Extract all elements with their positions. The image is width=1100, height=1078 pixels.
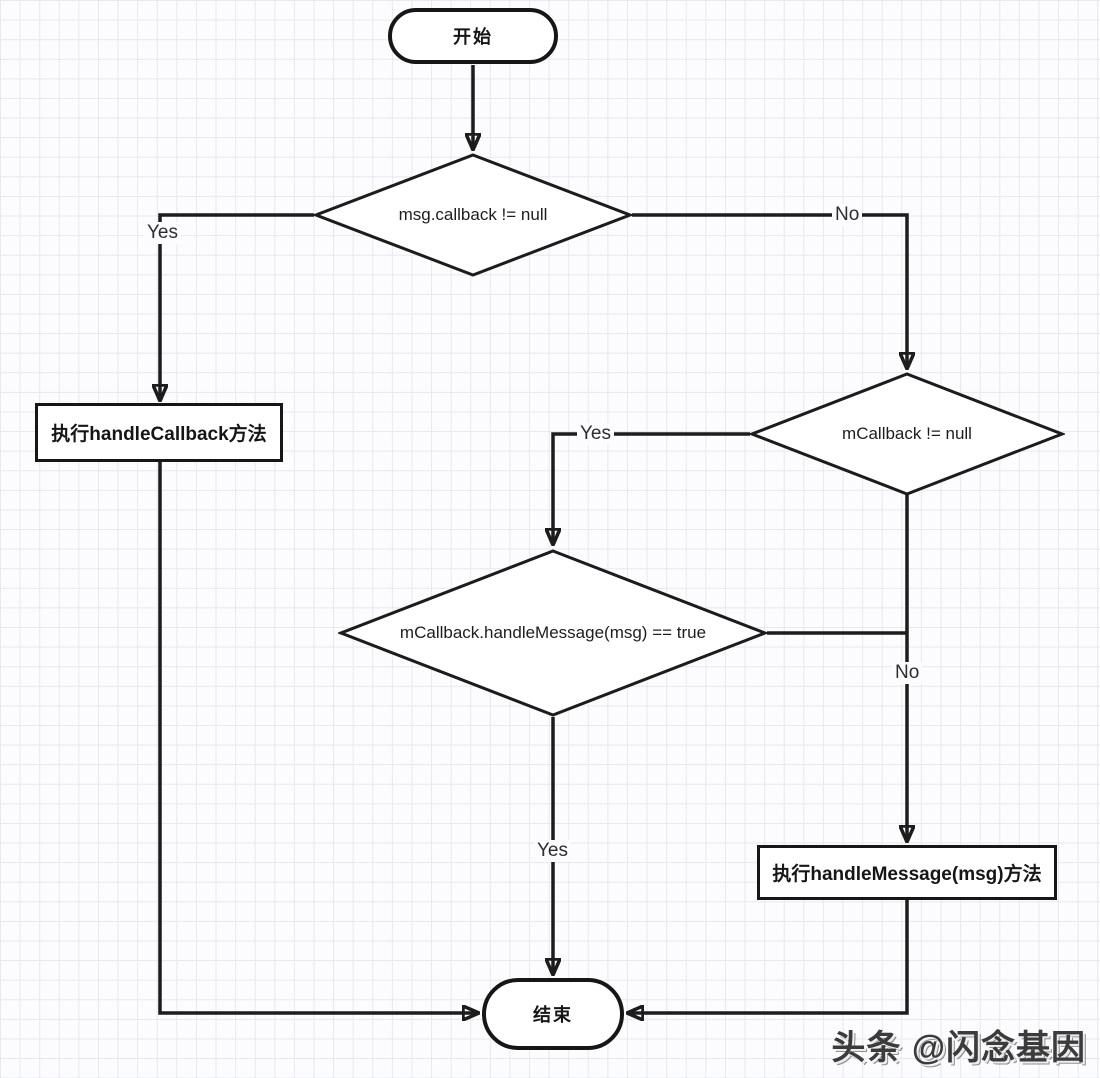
diamond-shape [338, 549, 768, 717]
edge-d1-yes-to-handlecallback [160, 213, 314, 400]
edge-label-d1-no: No [832, 204, 863, 226]
node-decision-handle-message-label: mCallback.handleMessage(msg) == true [399, 623, 707, 642]
node-start: 开始 [388, 8, 558, 64]
node-end-label: 结束 [533, 1005, 573, 1025]
edge-label-d3-yes: Yes [534, 840, 571, 862]
watermark-text: 头条 @闪念基因 [831, 1029, 1086, 1067]
edge-handlecallback-to-end [158, 461, 478, 1013]
node-start-label: 开始 [453, 27, 493, 47]
node-decision-msg-callback: msg.callback != null [313, 153, 633, 277]
node-process-handle-callback: 执行handleCallback方法 [35, 403, 283, 462]
node-decision-mcallback: mCallback != null [749, 372, 1065, 496]
edge-d2-yes-to-d3 [553, 432, 750, 544]
diamond-shape [313, 153, 633, 277]
node-process-handle-message: 执行handleMessage(msg)方法 [757, 845, 1057, 900]
node-decision-handle-message: mCallback.handleMessage(msg) == true [338, 548, 768, 718]
edge-label-d2-no: No [892, 662, 923, 684]
edge-label-d1-yes: Yes [144, 222, 181, 244]
node-process-handle-callback-label: 执行handleCallback方法 [51, 424, 267, 445]
edge-d1-no-to-d2 [632, 213, 907, 368]
node-decision-mcallback-label: mCallback != null [842, 424, 972, 443]
node-process-handle-message-label: 执行handleMessage(msg)方法 [772, 864, 1042, 885]
diamond-shape [749, 372, 1065, 496]
node-decision-msg-callback-label: msg.callback != null [398, 205, 548, 224]
edge-label-d2-yes: Yes [577, 423, 614, 445]
edge-handlemessage-to-end [628, 899, 909, 1013]
node-end: 结束 [482, 978, 624, 1050]
